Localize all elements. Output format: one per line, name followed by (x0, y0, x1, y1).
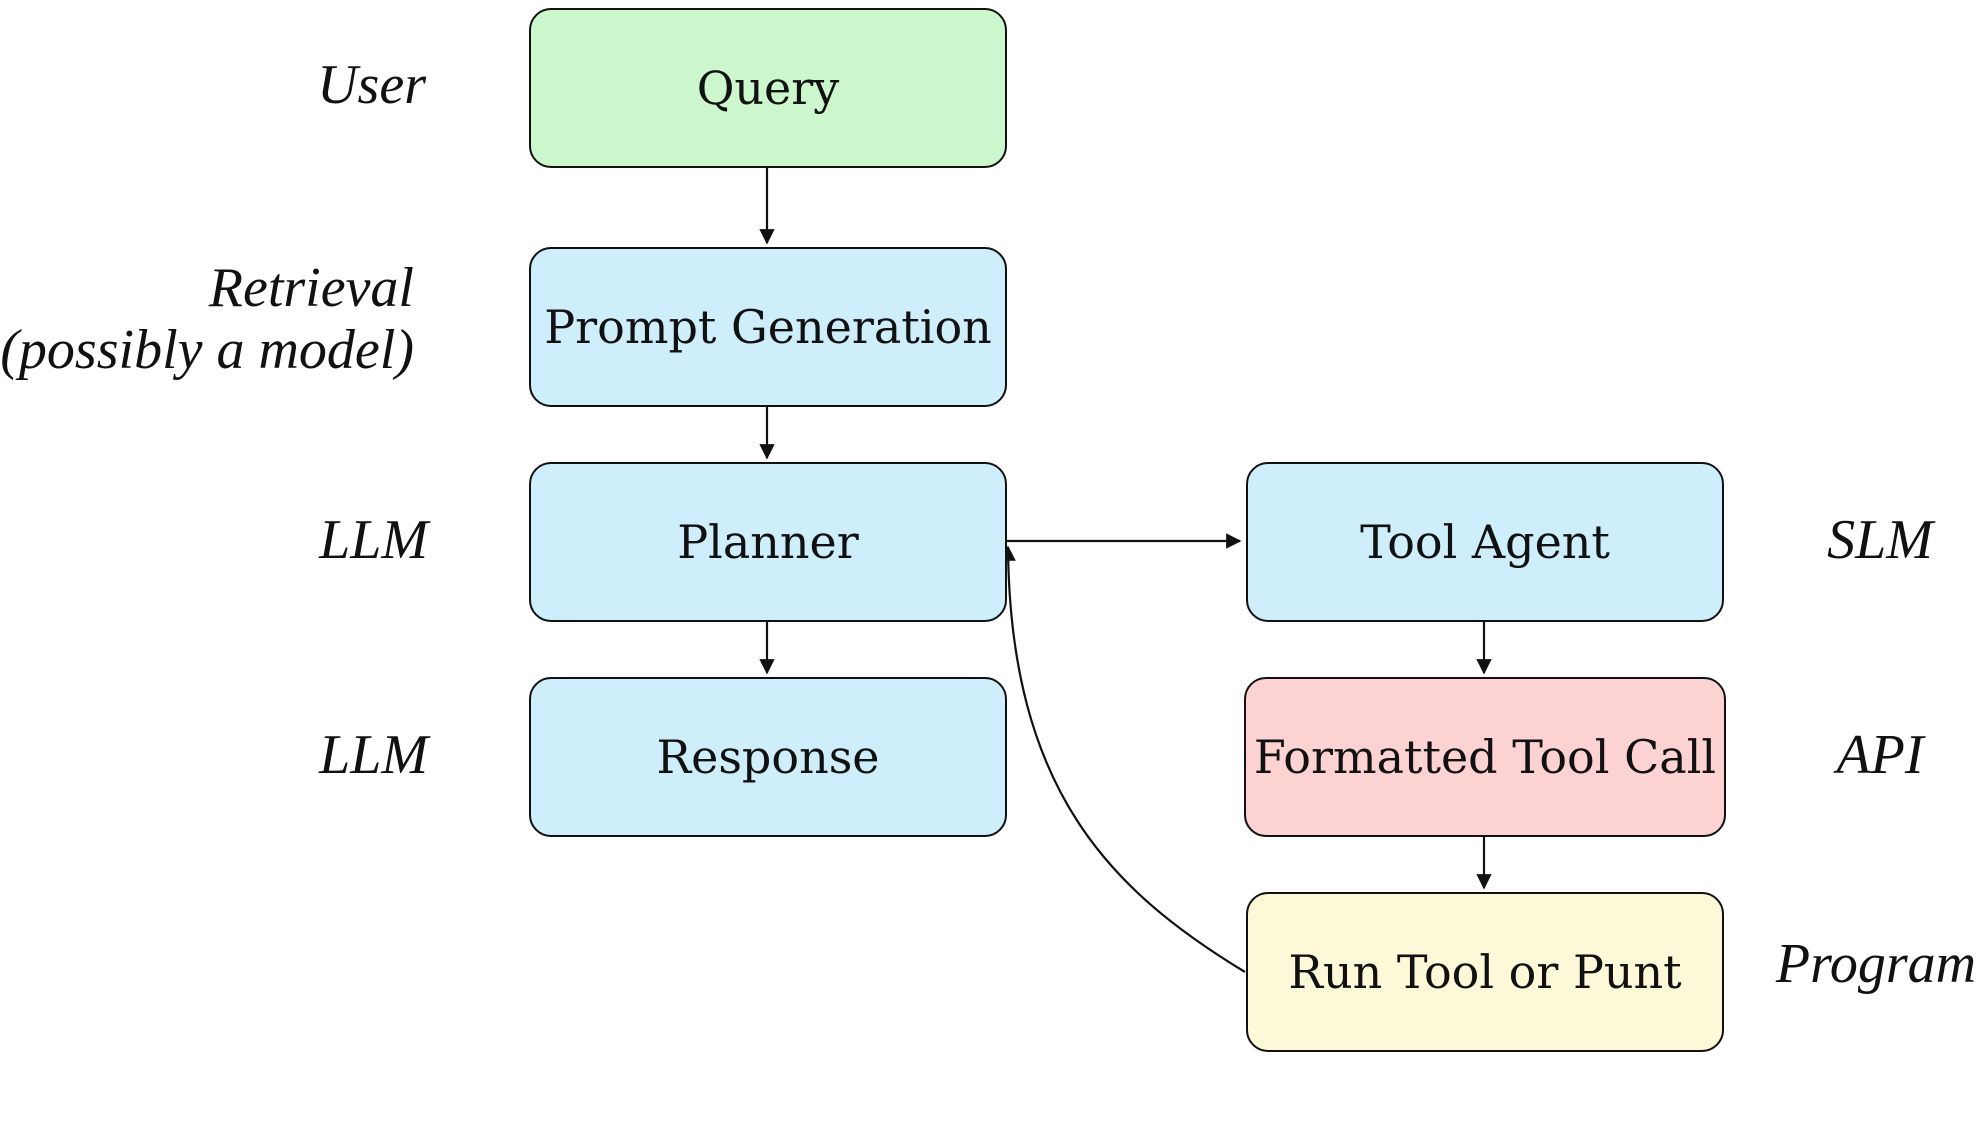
slm-label: SLM (1780, 509, 1980, 572)
response-box: Response (529, 677, 1007, 837)
run-tool-box-label: Run Tool or Punt (1288, 944, 1682, 999)
arrow-run-tool-back-to-planner (1000, 545, 1246, 973)
retrieval-label-line2: (possibly a model) (0, 318, 414, 381)
user-label: User (200, 54, 426, 117)
api-label: API (1780, 724, 1980, 787)
formatted-tool-call-box: Formatted Tool Call (1244, 677, 1726, 837)
formatted-tool-call-box-label: Formatted Tool Call (1253, 729, 1717, 784)
response-box-label: Response (656, 729, 880, 784)
tool-agent-box: Tool Agent (1246, 462, 1724, 622)
planner-box: Planner (529, 462, 1007, 622)
query-box-label: Query (696, 60, 840, 115)
llm-planner-label-text: LLM (319, 509, 428, 571)
llm-response-label: LLM (200, 724, 428, 787)
program-label: Program (1770, 933, 1982, 996)
run-tool-box: Run Tool or Punt (1246, 892, 1724, 1052)
prompt-generation-box-label: Prompt Generation (544, 299, 992, 354)
slm-label-text: SLM (1827, 509, 1933, 571)
llm-planner-label: LLM (200, 509, 428, 572)
user-label-text: User (317, 54, 426, 116)
prompt-generation-box: Prompt Generation (529, 247, 1007, 407)
api-label-text: API (1836, 724, 1924, 786)
retrieval-label-line1: Retrieval (208, 257, 414, 319)
tool-agent-box-label: Tool Agent (1360, 514, 1610, 569)
program-label-text: Program (1775, 933, 1977, 995)
planner-box-label: Planner (677, 514, 859, 569)
query-box: Query (529, 8, 1007, 168)
retrieval-label: Retrieval (possibly a model) (0, 257, 414, 381)
llm-response-label-text: LLM (319, 724, 428, 786)
